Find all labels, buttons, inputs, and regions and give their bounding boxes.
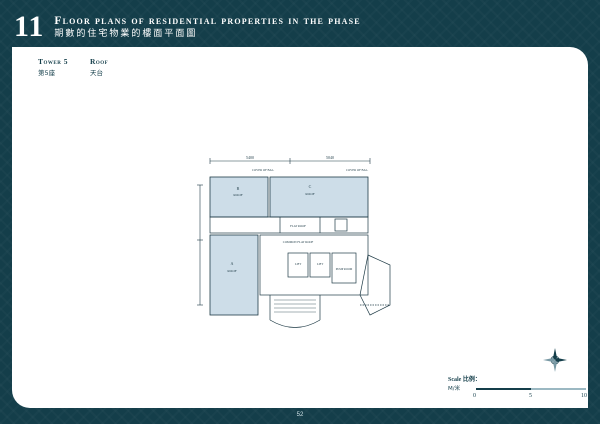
roof-a-letter: A [231,261,234,266]
floor-label-block: Roof 天台 [90,57,108,77]
page-number: 52 [296,412,304,418]
roof-a-text: ROOF [227,269,236,273]
lift-label-1: LIFT [295,262,302,266]
scale-bar [476,388,586,390]
north-arrow-icon [543,348,567,372]
scale-tick-10: 10 [581,393,587,399]
floor-plan-drawing: 5400 5040 B ROOF C ROOF COVER OF BAL. CO… [197,155,391,328]
roof-b-area [209,176,269,218]
tower-label-en: Tower 5 [38,57,68,66]
section-number: 11 [14,10,45,43]
flat-roof-label: FLAT ROOF [290,224,306,228]
section-titles: Floor plans of residential properties in… [54,15,360,40]
tower-floor-labels: Tower 5 第5座 Roof 天台 [38,57,108,77]
common-roof-outline [259,234,369,296]
side-balcony [359,254,391,316]
lift-label-2: LIFT [317,262,324,266]
roof-b-text: ROOF [233,193,242,197]
curved-balcony [269,319,321,328]
roof-c-letter: C [309,184,312,189]
scale-label-en: Scale [448,377,462,383]
lift-box-2 [309,252,331,278]
tower-label-block: Tower 5 第5座 [38,57,68,77]
roof-c-text: ROOF [305,192,314,196]
pump-room-label: PUMP ROOM [336,268,353,271]
cover-balcony-label-b: COVER OF BAL. [346,168,369,172]
dimension-label-1: 5400 [246,155,254,160]
roof-a-area [209,234,259,316]
section-title-zh: 期數的住宅物業的樓面平面圖 [54,28,198,39]
page-header: 11 Floor plans of residential properties… [14,10,361,44]
lift-box-1 [287,252,309,278]
scale-unit: M/米 [448,386,461,392]
dimension-label-2: 5040 [326,155,334,160]
roof-b-letter: B [237,186,240,191]
scale-label-zh: 比例： [462,377,481,383]
roof-c-area [269,176,369,218]
tower-label-zh: 第5座 [38,69,56,77]
floor-label-en: Roof [89,57,109,66]
common-flat-roof-label: COMMON FLAT ROOF [283,240,314,244]
section-title-en: Floor plans of residential properties in… [54,14,361,27]
corridor-outline [209,216,369,234]
floor-label-zh: 天台 [89,69,103,77]
scale-tick-5: 5 [529,393,532,399]
cover-balcony-label-a: COVER OF BAL. [252,168,275,172]
scale-legend: Scale 比例： M/米 0 5 10 [448,377,587,399]
scale-tick-0: 0 [473,393,476,399]
pump-room-box [331,252,357,284]
content-sheet: Tower 5 第5座 Roof 天台 5400 5040 B ROOF C R… [12,47,588,408]
